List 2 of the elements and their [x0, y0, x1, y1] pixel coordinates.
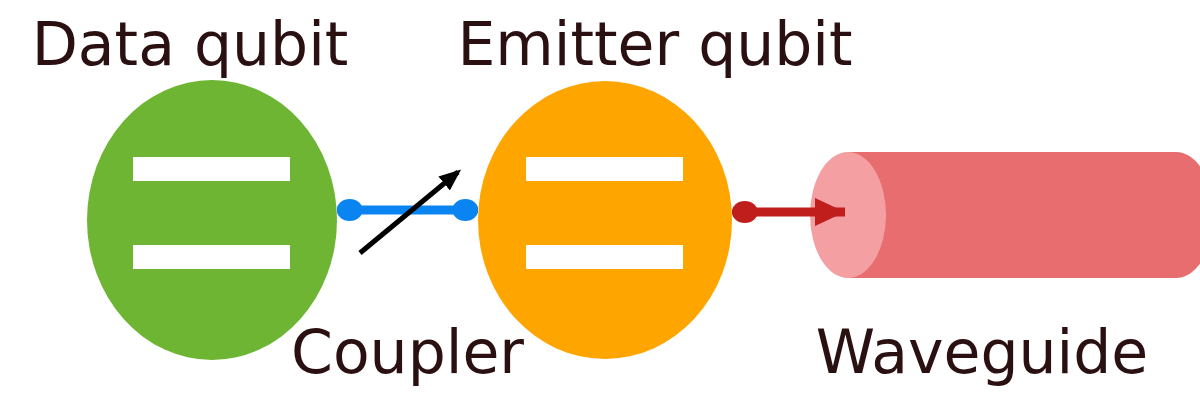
connector	[336, 199, 479, 221]
connector	[731, 198, 845, 226]
